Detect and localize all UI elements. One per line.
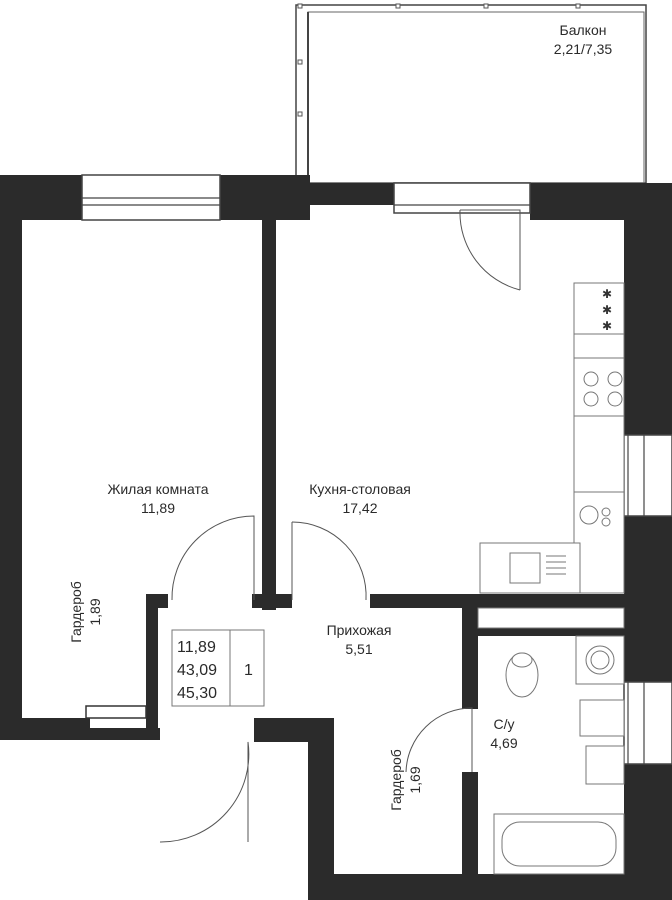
bathroom-name: С/у (494, 716, 515, 732)
balcony-name: Балкон (560, 22, 607, 38)
wardrobe-bottom-name: Гардероб (388, 749, 404, 811)
windows (81, 174, 672, 765)
svg-text:✱: ✱ (602, 319, 612, 333)
balcony (295, 3, 647, 184)
svg-text:✱: ✱ (602, 287, 612, 301)
bathroom-area: 4,69 (490, 735, 517, 751)
living-room-area: 11,89 (141, 500, 175, 516)
hallway-area: 5,51 (345, 641, 372, 657)
hallway-name: Прихожая (327, 622, 392, 638)
summary-total-with-balcony: 45,30 (177, 685, 217, 702)
wardrobe-left-area: 1,89 (87, 598, 103, 625)
summary-table: 11,89 43,09 45,30 1 (171, 629, 265, 707)
sink-icon (509, 552, 541, 584)
wardrobe-bottom-area: 1,69 (407, 766, 423, 793)
wardrobe-left-name: Гардероб (68, 581, 84, 643)
bathroom-fixtures (477, 607, 625, 875)
svg-text:✱: ✱ (602, 303, 612, 317)
summary-rooms-count: 1 (244, 662, 253, 679)
living-room-name: Жилая комната (107, 481, 208, 497)
balcony-area: 2,21/7,35 (554, 41, 613, 57)
kitchen-name: Кухня-столовая (309, 481, 411, 497)
doors (159, 209, 521, 843)
dishwasher-icon (579, 505, 599, 525)
kitchen-area: 17,42 (342, 500, 377, 516)
kitchen-fixtures: ✱ ✱ ✱ (479, 282, 625, 594)
stove-burner-icon (583, 371, 599, 387)
stove-burner-icon (607, 391, 623, 407)
stove-burner-icon (607, 371, 623, 387)
sink-icon (585, 745, 625, 785)
summary-living-area: 11,89 (177, 639, 216, 656)
stove-burner-icon (583, 391, 599, 407)
sink-icon (579, 699, 625, 737)
summary-total-area: 43,09 (177, 662, 217, 679)
walls (0, 175, 672, 900)
